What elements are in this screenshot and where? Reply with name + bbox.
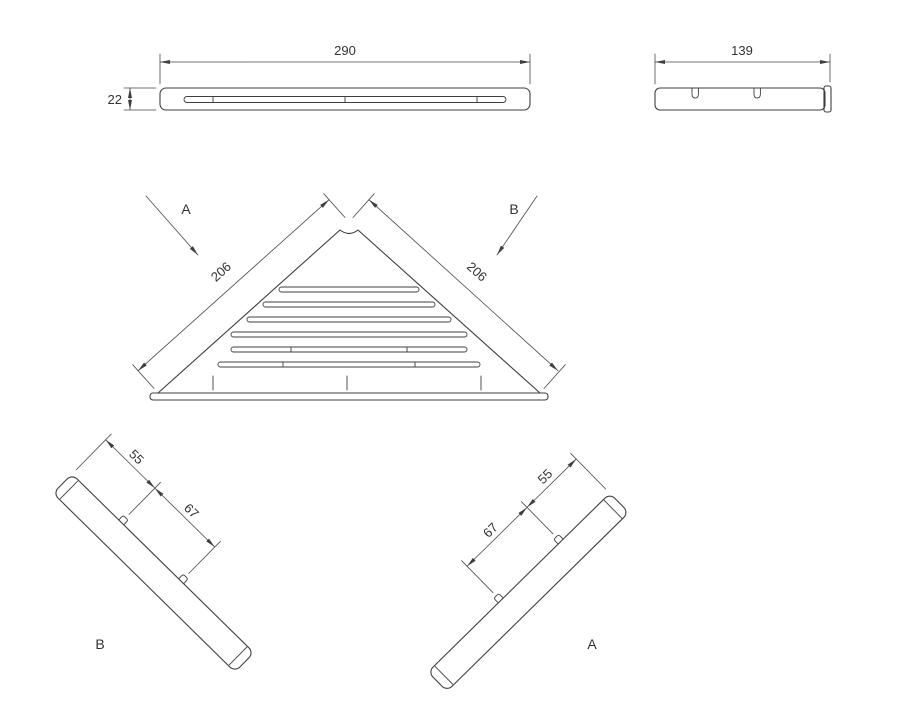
dim-67-label-a: 67 [480, 520, 501, 541]
shelf-front-lip [149, 392, 549, 401]
mounting-hook [178, 574, 188, 585]
dim-55-label-a: 55 [535, 466, 556, 487]
wall-edge-plate [823, 85, 832, 113]
hook-position-marks [212, 375, 482, 391]
extension-line [188, 540, 221, 574]
extension-line [570, 452, 607, 490]
mounting-hook [494, 593, 504, 604]
extension-line [75, 433, 112, 471]
dimension-line [105, 439, 156, 489]
drain-slot [230, 331, 468, 338]
dim-206-right-label: 206 [464, 259, 490, 285]
side-view: 139 [654, 43, 832, 113]
extension-line [132, 364, 155, 389]
extension-line [461, 560, 494, 594]
shelf-top-outline [157, 229, 541, 394]
shelf-edge-bar [430, 495, 627, 689]
extension-line [543, 364, 566, 389]
top-view: 206 206 A B [132, 193, 566, 401]
shelf-side-outline [654, 87, 826, 111]
end-cap-seams [59, 480, 248, 666]
view-direction-b: B [496, 195, 538, 256]
view-a-arrow-icon [145, 195, 199, 256]
shelf-edge-bar [55, 476, 252, 670]
drain-slot [262, 301, 436, 308]
view-b-letter: B [509, 201, 518, 217]
dimension-line [466, 506, 528, 567]
view-b-arrow-icon [496, 195, 538, 256]
dim-290-label: 290 [334, 43, 356, 58]
extension-line [352, 193, 375, 218]
front-view-width-dimension: 290 [159, 43, 531, 85]
drain-slot [278, 286, 420, 293]
dim-55-label-b: 55 [126, 446, 147, 467]
drain-slot [230, 346, 468, 353]
drain-slot [217, 361, 481, 368]
extension-line [323, 193, 346, 218]
dimension-line [368, 199, 559, 372]
front-hook-marks [212, 96, 478, 103]
detail-a-letter: A [587, 636, 597, 652]
extension-line [521, 501, 554, 535]
view-direction-a: A [145, 195, 199, 256]
end-cap-seams [434, 499, 623, 685]
dim-22-label: 22 [108, 92, 122, 107]
right-edge-dimension: 206 [352, 193, 566, 389]
mounting-hook [118, 515, 128, 526]
dim-139-label: 139 [731, 43, 753, 58]
front-view-thickness-dimension: 22 [108, 87, 157, 111]
dim-67-label-b: 67 [181, 500, 202, 521]
detail-view-b: 55 67 [55, 433, 252, 670]
drain-slots [212, 286, 482, 391]
dimension-line [526, 458, 577, 508]
dimension-line [154, 487, 216, 548]
detail-b-letter: B [95, 636, 104, 652]
front-view: 290 22 [108, 43, 531, 111]
shelf-front-outline [159, 87, 531, 111]
side-view-depth-dimension: 139 [654, 43, 831, 85]
left-edge-dimension: 206 [132, 193, 346, 389]
view-a-letter: A [181, 201, 191, 217]
mounting-hook [753, 87, 761, 99]
mounting-hook [691, 87, 699, 99]
extension-line [128, 482, 161, 515]
drain-slot [246, 316, 452, 323]
dimension-line [137, 199, 330, 372]
slot-divider-marks [282, 346, 416, 368]
mounting-hook [554, 534, 564, 545]
detail-view-a: 67 55 [430, 452, 627, 689]
dim-206-left-label: 206 [208, 259, 234, 285]
